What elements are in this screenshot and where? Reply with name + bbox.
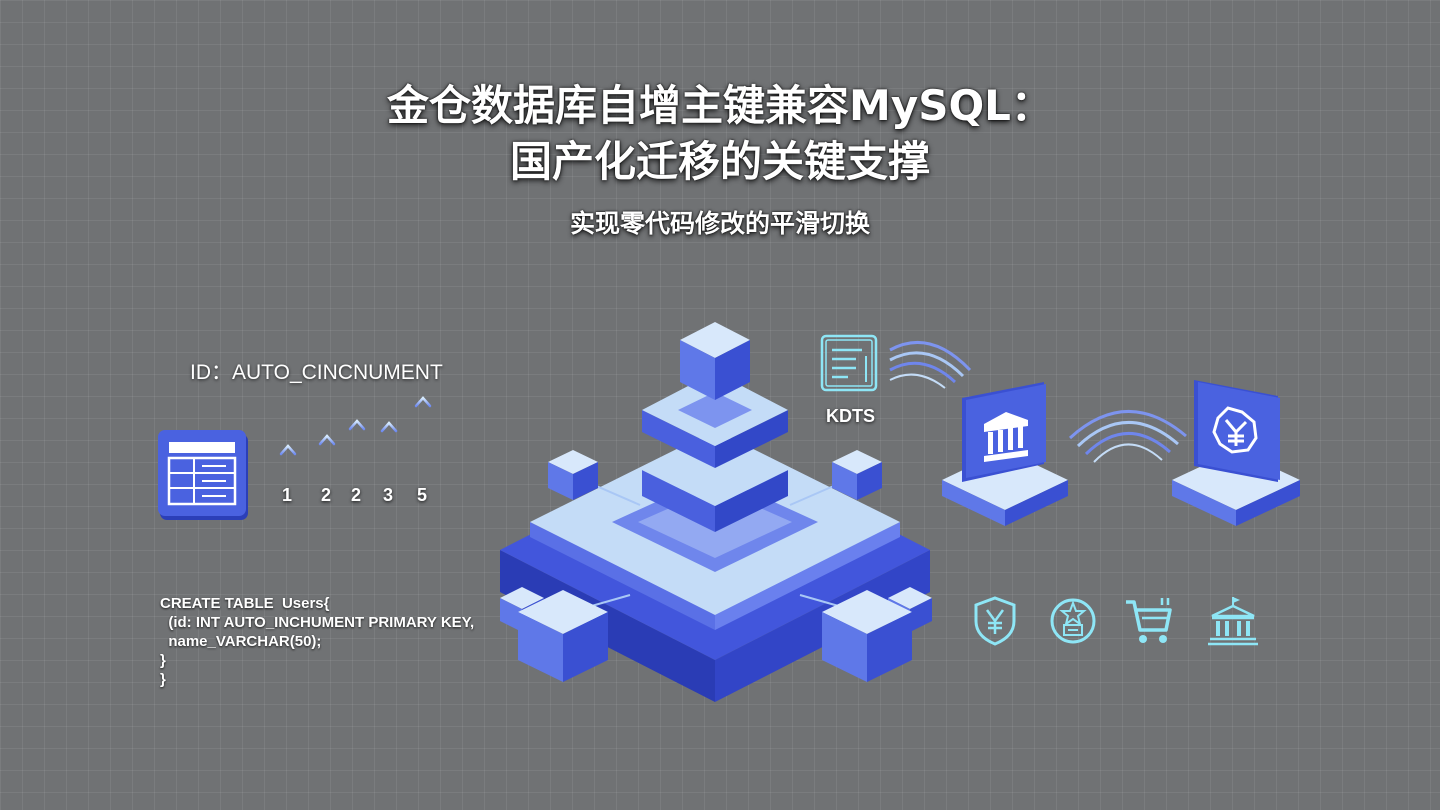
corner-cube-top-left [548, 450, 598, 500]
shopping-cart-icon [1126, 598, 1172, 643]
bank-tile [942, 382, 1068, 526]
arrow-5 [414, 396, 432, 482]
sequence-number: 2 [321, 485, 332, 505]
code-line: } [160, 671, 166, 688]
arrow-2 [318, 434, 336, 482]
sequence-number: 1 [282, 485, 293, 505]
medical-badge-icon [1050, 598, 1096, 644]
yuan-shield-icon [974, 596, 1016, 646]
code-line: (id: INT AUTO_INCHUMENT PRIMARY KEY, [160, 614, 475, 631]
id-auto-increment-label: ID：AUTO_CINCNUMENT [190, 361, 443, 384]
arrow-3 [348, 419, 366, 482]
arrow-1 [279, 444, 297, 482]
signal-wave [889, 341, 972, 389]
sequence-number: 3 [383, 485, 394, 505]
title-line-2: 国产化迁移的关键支撑 [509, 137, 930, 186]
sequence-number: 2 [351, 485, 362, 505]
title-line-1: 金仓数据库自增主键兼容MySQL： [387, 81, 1053, 130]
page-subtitle: 实现零代码修改的平滑切换 [569, 209, 870, 238]
government-building-icon [1208, 597, 1258, 646]
table-icon [158, 430, 248, 520]
yuan-seal-icon [1212, 406, 1258, 454]
corner-cube-top-right [832, 450, 882, 500]
page-title: 金仓数据库自增主键兼容MySQL： 国产化迁移的关键支撑 [0, 78, 1440, 190]
code-line: name_VARCHAR(50); [160, 633, 322, 650]
corner-cube-bottom-right [822, 590, 912, 682]
upper-tier [642, 372, 788, 468]
increment-arrows [279, 396, 432, 482]
kdts-label: KDTS [826, 406, 875, 426]
bank-icon [984, 412, 1028, 462]
sequence-number: 5 [417, 485, 428, 505]
top-cube [680, 322, 750, 400]
lower-tier [642, 432, 788, 532]
code-line: CREATE TABLE Users{ [160, 595, 330, 612]
code-line: } [160, 652, 166, 669]
database-platform-illustration [500, 322, 932, 702]
sql-code-block: CREATE TABLE Users{ (id: INT AUTO_INCHUM… [160, 594, 474, 689]
yuan-tile [1172, 380, 1300, 526]
corner-cube-bottom-left [518, 590, 608, 682]
arrow-4 [380, 421, 398, 482]
signal-wave [1068, 410, 1187, 463]
document-icon [820, 334, 878, 392]
